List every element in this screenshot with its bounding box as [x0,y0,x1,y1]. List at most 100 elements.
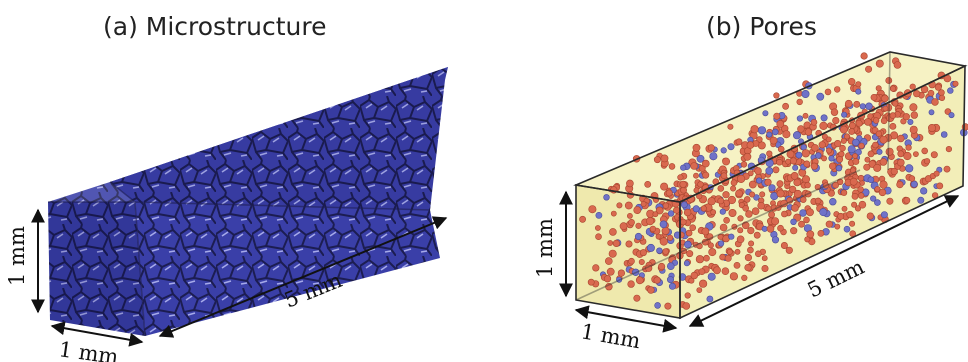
pore-blue [728,233,735,240]
depth-label-a: 1 mm [57,337,120,362]
pores-box [573,51,968,320]
pore-red [645,217,655,226]
pore-blue [801,90,810,99]
pore-blue [656,247,663,254]
pore-red [782,102,789,110]
pore-red [747,227,755,235]
pore-red [848,122,856,130]
pore-red [903,151,912,161]
pore-red [867,150,875,158]
pore-red [822,182,830,189]
pore-blue [928,109,935,116]
microstructure-block [48,67,448,337]
pore-red [707,144,715,152]
pore-blue [646,243,655,252]
pore-red [690,162,698,170]
pore-red [836,155,844,163]
pore-red [886,197,894,205]
pore-red [744,264,752,272]
pore-red [849,220,856,227]
pore-red [750,125,759,134]
pore-red [697,181,704,188]
pore-red [781,210,788,218]
pore-blue [771,128,779,136]
pore-red [759,191,766,198]
pore-blue [616,276,623,283]
pore-red [628,257,635,265]
pore-red [825,136,832,143]
pore-red [936,182,944,190]
pore-red [771,217,780,226]
pore-red [852,158,860,165]
pore-red [880,117,888,125]
pore-red [872,117,880,124]
pore-red [707,242,714,249]
pore-blue [762,110,769,117]
pore-red [777,145,785,153]
pore-red [653,156,661,164]
pore-blue [828,155,835,162]
pore-red [908,175,916,182]
pore-red [627,212,633,219]
pore-red [645,264,653,272]
pore-red [652,211,659,218]
pore-red [931,98,939,106]
pore-red [841,205,848,212]
pore-blue [719,208,726,215]
pore-red [889,85,897,92]
pore-blue [667,210,675,217]
pore-red [747,170,754,177]
pore-red [773,92,780,99]
pore-red [616,202,623,209]
pore-red [786,150,795,159]
pore-red [679,180,687,188]
pore-red [804,181,811,189]
pore-red [724,254,732,262]
pore-red [817,229,825,237]
pore-red [839,125,848,134]
pore-red [810,119,818,126]
pore-blue [835,165,843,172]
pore-red [803,160,811,168]
pore-red [902,113,910,121]
pore-red [747,246,754,254]
panel-a-title: (a) Microstructure [103,12,327,41]
pore-blue [680,201,688,209]
pore-red [733,261,741,269]
pore-red [789,185,797,193]
pore-blue [603,194,610,201]
pore-red [693,172,699,179]
pore-red [742,205,750,212]
pore-red [872,141,879,149]
pore-red [844,99,853,108]
pore-red [717,185,725,192]
pore-red [638,258,645,265]
pore-red [728,209,737,218]
pore-red [703,254,710,262]
pore-blue [819,208,828,217]
depth-arrow-a [50,321,144,347]
pore-red [768,211,775,219]
pore-blue [766,131,773,138]
pore-red [818,141,826,149]
pore-blue [792,164,799,171]
pore-blue [757,126,767,135]
pore-red [776,120,785,128]
pore-red [746,141,755,149]
pore-red [720,172,728,179]
pore-red [858,200,867,209]
pore-red [735,138,743,146]
pore-red [840,189,848,196]
pore-red [913,151,919,157]
pore-red [730,185,737,192]
pore-red [885,147,894,156]
pore-red [668,163,676,170]
pore-red [588,205,597,214]
pore-red [850,167,857,174]
pore-red [796,98,803,106]
pore-red [610,210,617,217]
pore-red [897,134,905,143]
depth-arrow-b [574,305,678,333]
pore-red [851,192,859,200]
